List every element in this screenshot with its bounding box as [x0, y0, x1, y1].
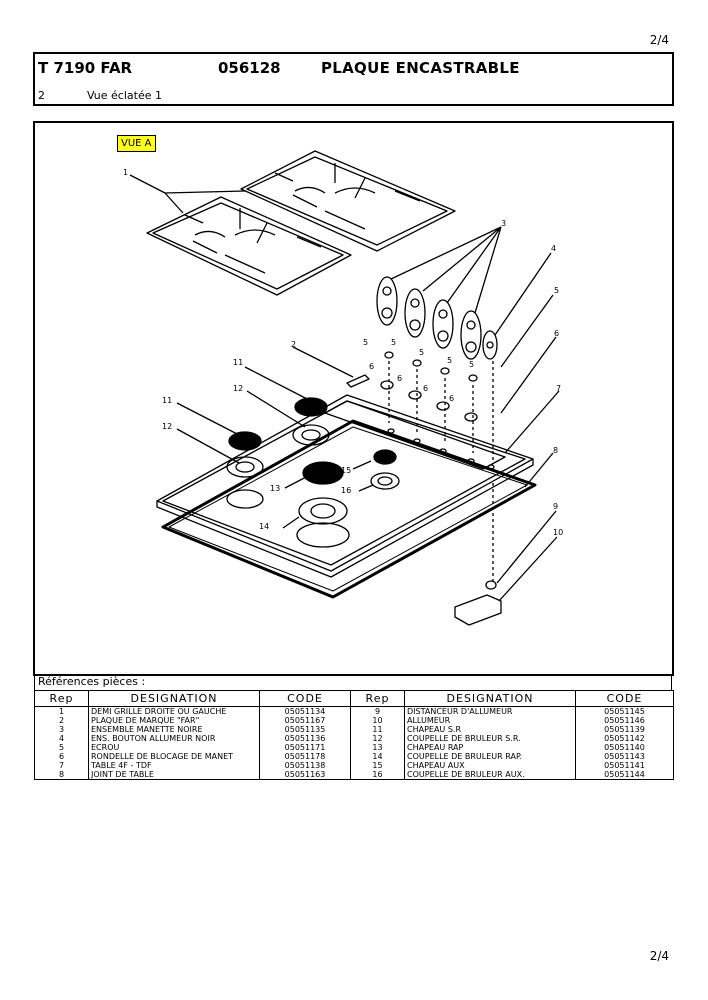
designation-cell: DISTANCEUR D'ALLUMEUR — [404, 706, 576, 716]
references-title: Références pièces : — [34, 674, 672, 691]
nuts — [384, 351, 478, 382]
code-cell: 05051146 — [575, 716, 674, 725]
code-cell: 05051144 — [575, 770, 674, 780]
designation-cell: JOINT DE TABLE — [88, 770, 260, 780]
designation-cell: ALLUMEUR — [404, 716, 576, 725]
knob-assemblies — [376, 276, 498, 360]
view-a-label: VUE A — [117, 135, 156, 152]
code-cell: 05051143 — [575, 752, 674, 761]
washers — [380, 380, 478, 422]
rep-cell: 8 — [34, 770, 89, 780]
rep-cell: 3 — [34, 725, 89, 734]
igniter-spacer — [485, 580, 497, 590]
rep-cell: 5 — [34, 743, 89, 752]
code-cell: 05051142 — [575, 734, 674, 743]
rep-cell: 9 — [350, 706, 405, 716]
table-row: 5 ECROU 05051171 13 CHAPEAU RAP 05051140 — [34, 743, 674, 752]
header-designation: DESIGNATION — [88, 690, 260, 707]
burner-cups — [226, 424, 400, 548]
code-cell: 05051135 — [259, 725, 351, 734]
rep-cell: 14 — [350, 752, 405, 761]
code-cell: 05051140 — [575, 743, 674, 752]
rep-cell: 2 — [34, 716, 89, 725]
designation-cell: TABLE 4F - TDF — [88, 761, 260, 770]
grille-right — [240, 150, 456, 252]
designation-cell: CHAPEAU AUX — [404, 761, 576, 770]
model-name: T 7190 FAR — [38, 59, 133, 77]
code-cell: 05051138 — [259, 761, 351, 770]
rep-cell: 1 — [34, 706, 89, 716]
document-header: T 7190 FAR 056128 PLAQUE ENCASTRABLE 2 V… — [33, 52, 674, 106]
header-rep: Rep — [350, 690, 405, 707]
header-code: CODE — [575, 690, 674, 707]
rep-cell: 16 — [350, 770, 405, 780]
code-cell: 05051171 — [259, 743, 351, 752]
designation-cell: CHAPEAU RAP — [404, 743, 576, 752]
rep-cell: 11 — [350, 725, 405, 734]
parts-table-header: Rep DESIGNATION CODE Rep DESIGNATION COD… — [34, 690, 674, 707]
code-cell: 05051136 — [259, 734, 351, 743]
table-row: 2 PLAQUE DE MARQUE "FAR" 05051167 10 ALL… — [34, 716, 674, 725]
designation-cell: RONDELLE DE BLOCAGE DE MANET — [88, 752, 260, 761]
model-code: 056128 — [218, 59, 281, 77]
table-row: 1 DEMI GRILLE DROITE OU GAUCHE 05051134 … — [34, 706, 674, 716]
exploded-view-illustration — [129, 150, 560, 626]
rep-cell: 7 — [34, 761, 89, 770]
rep-cell: 4 — [34, 734, 89, 743]
code-cell: 05051134 — [259, 706, 351, 716]
code-cell: 05051139 — [575, 725, 674, 734]
rep-cell: 6 — [34, 752, 89, 761]
document-title: PLAQUE ENCASTRABLE — [321, 59, 520, 77]
page-number-top: 2/4 — [649, 33, 669, 47]
view-title: Vue éclatée 1 — [87, 89, 162, 102]
sheet-number: 2 — [38, 89, 45, 102]
cooktop-table — [156, 394, 534, 578]
code-cell: 05051167 — [259, 716, 351, 725]
designation-cell: ENS. BOUTON ALLUMEUR NOIR — [88, 734, 260, 743]
designation-cell: COUPELLE DE BRULEUR S.R. — [404, 734, 576, 743]
header-rep: Rep — [34, 690, 89, 707]
code-cell: 05051145 — [575, 706, 674, 716]
designation-cell: DEMI GRILLE DROITE OU GAUCHE — [88, 706, 260, 716]
table-row: 3 ENSEMBLE MANETTE NOIRE 05051135 11 CHA… — [34, 725, 674, 734]
header-designation: DESIGNATION — [404, 690, 576, 707]
parts-table: Rep DESIGNATION CODE Rep DESIGNATION COD… — [34, 690, 674, 780]
igniter — [454, 594, 502, 626]
designation-cell: ENSEMBLE MANETTE NOIRE — [88, 725, 260, 734]
designation-cell: COUPELLE DE BRULEUR AUX. — [404, 770, 576, 780]
exploded-view-drawing: VUE A 1 2 3 4 5 6 7 8 9 10 11 11 12 12 1… — [33, 121, 674, 676]
code-cell: 05051178 — [259, 752, 351, 761]
rep-cell: 10 — [350, 716, 405, 725]
code-cell: 05051163 — [259, 770, 351, 780]
designation-cell: CHAPEAU S.R — [404, 725, 576, 734]
table-row: 6 RONDELLE DE BLOCAGE DE MANET 05051178 … — [34, 752, 674, 761]
header-code: CODE — [259, 690, 351, 707]
table-row: 4 ENS. BOUTON ALLUMEUR NOIR 05051136 12 … — [34, 734, 674, 743]
rep-cell: 13 — [350, 743, 405, 752]
grille-left — [146, 196, 352, 296]
designation-cell: COUPELLE DE BRULEUR RAP. — [404, 752, 576, 761]
designation-cell: PLAQUE DE MARQUE "FAR" — [88, 716, 260, 725]
code-cell: 05051141 — [575, 761, 674, 770]
table-row: 8 JOINT DE TABLE 05051163 16 COUPELLE DE… — [34, 770, 674, 780]
designation-cell: ECROU — [88, 743, 260, 752]
burner-caps — [228, 397, 397, 485]
table-row: 7 TABLE 4F - TDF 05051138 15 CHAPEAU AUX… — [34, 761, 674, 770]
page-number-bottom: 2/4 — [649, 949, 669, 963]
rep-cell: 12 — [350, 734, 405, 743]
rep-cell: 15 — [350, 761, 405, 770]
